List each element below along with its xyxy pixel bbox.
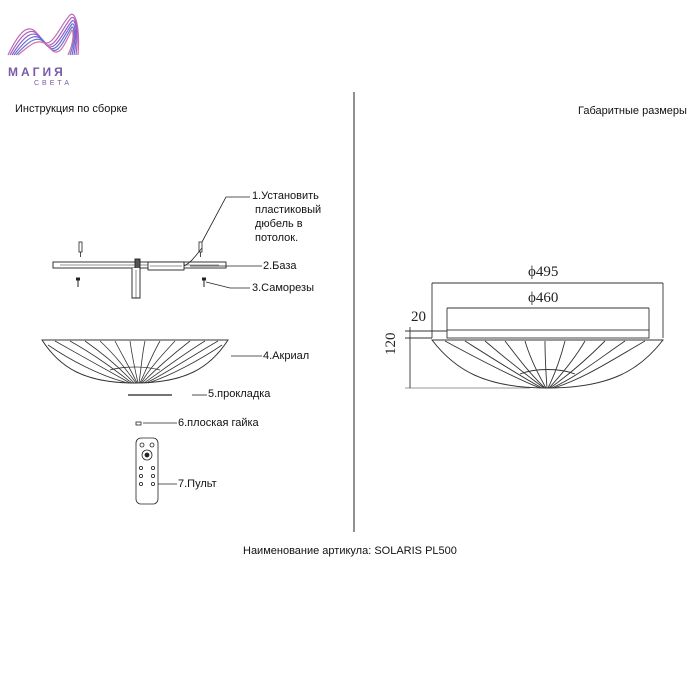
dowel-right — [198, 241, 203, 257]
acrylic-shade — [41, 339, 229, 384]
logo-text: МАГИЯ — [8, 65, 66, 79]
outer-diameter-label: ϕ495 — [528, 264, 559, 280]
part-6-label: 6.плоская гайка — [178, 417, 259, 429]
leader-lines — [143, 196, 262, 485]
part-4-label: 4.Акриал — [263, 350, 310, 362]
part-1-label: 1.Установить — [252, 190, 319, 202]
screw-left — [76, 277, 80, 287]
base-plate — [52, 258, 227, 299]
logo-subtext: СВЕТА — [34, 80, 73, 87]
rim-height-label: 20 — [411, 309, 426, 325]
flat-nut — [135, 421, 142, 426]
dimension-drawing — [405, 282, 665, 389]
part-1-line3: дюбель в — [255, 218, 303, 230]
dowel-left — [78, 241, 83, 257]
right-section-title: Габаритные размеры — [578, 105, 687, 117]
left-section-title: Инструкция по сборке — [15, 103, 128, 115]
article-name: Наименование артикула: SOLARIS PL500 — [243, 545, 457, 557]
part-5-label: 5.прокладка — [208, 388, 271, 400]
part-1-line4: потолок. — [255, 232, 299, 244]
total-height-label: 120 — [383, 332, 399, 356]
screw-right — [202, 277, 206, 287]
part-3-label: 3.Саморезы — [252, 282, 314, 294]
inner-diameter-label: ϕ460 — [528, 290, 559, 306]
remote-control — [135, 437, 159, 505]
part-1-line2: пластиковый — [255, 204, 322, 216]
part-7-label: 7.Пульт — [178, 478, 217, 490]
part-2-label: 2.База — [263, 260, 297, 272]
